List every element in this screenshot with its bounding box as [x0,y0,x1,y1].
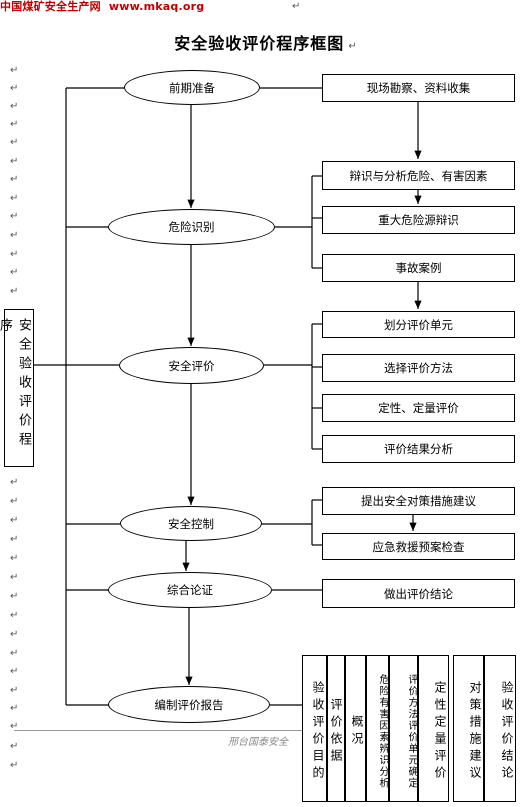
stage-safety-evaluation: 安全评价 [119,347,264,384]
paragraph-mark: ↵ [10,101,19,112]
report-section-conclusion: 验收评价结论 [484,655,516,802]
paragraph-mark: ↵ [10,721,19,732]
side-label-box: 安全验收评价程序 [0,309,34,467]
footer-text: 邢台国泰安全 [228,737,288,748]
return-mark: ↵ [292,1,301,12]
site-name: 中国煤矿安全生产网 [0,0,101,13]
paragraph-mark: ↵ [10,610,19,621]
stage-comprehensive-demonstration: 综合论证 [108,572,272,608]
paragraph-mark: ↵ [10,553,19,564]
step-countermeasures: 提出安全对策措施建议 [322,487,515,515]
report-section-basis: 评价依据 [327,655,345,802]
paragraph-mark: ↵ [10,534,19,545]
step-major-hazard: 重大危险源辩识 [322,206,515,234]
paragraph-mark: ↵ [10,760,19,771]
paragraph-mark: ↵ [10,174,19,185]
stage-preparation: 前期准备 [124,70,260,105]
paragraph-mark: ↵ [10,648,19,659]
paragraph-mark: ↵ [10,65,19,76]
paragraph-mark: ↵ [10,137,19,148]
paragraph-mark: ↵ [10,629,19,640]
stage-safety-control: 安全控制 [120,506,262,541]
paragraph-mark: ↵ [10,685,19,696]
step-divide-units: 划分评价单元 [322,311,515,338]
paragraph-mark: ↵ [10,211,19,222]
paragraph-mark: ↵ [10,591,19,602]
report-section-evaluation: 定性定量评价 [418,655,449,802]
site-url[interactable]: www.mkaq.org [108,0,205,13]
report-section-method: 评价方法评价单元确定 [389,655,418,802]
report-section-hazard: 危险有害因素辨识分析 [366,655,389,802]
paragraph-mark: ↵ [10,230,19,241]
step-emergency-plan: 应急救援预案检查 [322,533,515,560]
paragraph-mark: ↵ [10,477,19,488]
paragraph-mark: ↵ [10,741,19,752]
paragraph-mark: ↵ [10,156,19,167]
site-header: 中国煤矿安全生产网 www.mkaq.org [0,0,204,14]
step-hazard-analysis: 辩识与分析危险、有害因素 [322,161,515,190]
step-conclusion: 做出评价结论 [322,579,515,608]
report-section-countermeasures: 对策措施建议 [453,655,484,802]
paragraph-mark: ↵ [10,666,19,677]
paragraph-mark: ↵ [10,119,19,130]
report-section-overview: 概况 [345,655,366,802]
paragraph-mark: ↵ [10,83,19,94]
stage-report-compilation: 编制评价报告 [108,686,270,723]
paragraph-mark: ↵ [10,703,19,714]
paragraph-mark: ↵ [10,572,19,583]
paragraph-mark: ↵ [10,496,19,507]
paragraph-mark: ↵ [10,267,19,278]
paragraph-mark: ↵ [10,515,19,526]
report-section-purpose: 验收评价目的 [302,655,327,802]
step-accident-cases: 事故案例 [322,254,515,282]
stage-hazard-identification: 危险识别 [108,209,275,245]
step-site-survey: 现场勘察、资料收集 [322,74,515,102]
paragraph-mark: ↵ [10,286,19,297]
diagram-title: 安全验收评价程序框图 ↵ [174,34,358,53]
paragraph-mark: ↵ [10,249,19,260]
paragraph-mark: ↵ [10,193,19,204]
step-qualitative-quantitative: 定性、定量评价 [322,394,515,422]
step-select-method: 选择评价方法 [322,354,515,382]
footer-rule [14,730,364,751]
step-result-analysis: 评价结果分析 [322,435,515,463]
